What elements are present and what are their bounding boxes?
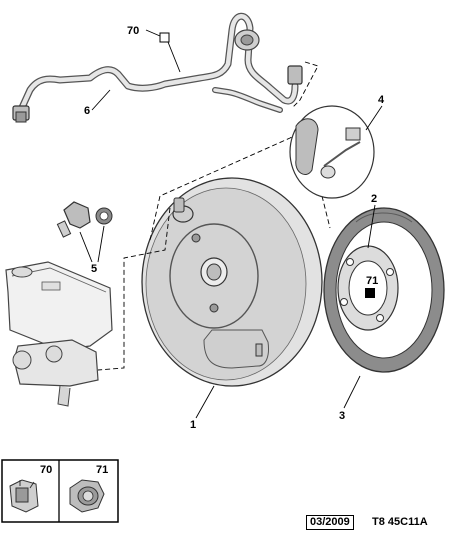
svg-text:1: 1 (190, 419, 196, 431)
callout-70: 70 (127, 25, 181, 73)
legend-label-70: 70 (40, 464, 52, 476)
booster-side-dashed (321, 195, 331, 229)
callout-1: 1 (190, 385, 215, 431)
svg-text:4: 4 (378, 94, 385, 106)
pipe-fitting-left (12, 105, 30, 123)
parts-legend: 70 71 (1, 459, 119, 523)
svg-text:71: 71 (366, 275, 378, 287)
nut-icon (69, 479, 105, 513)
non-return-valve (56, 201, 91, 238)
valve-grommet (95, 207, 113, 225)
clip-icon (9, 479, 39, 513)
revision-date: 03/2009 (306, 515, 354, 530)
svg-text:5: 5 (91, 263, 97, 275)
brake-booster (141, 177, 323, 387)
brake-fluid-reservoir (5, 261, 113, 351)
pipe-grommet (234, 29, 260, 51)
callout-3: 3 (339, 375, 361, 422)
brake-pipe (16, 12, 299, 116)
svg-text:6: 6 (84, 105, 90, 117)
svg-text:70: 70 (127, 25, 139, 37)
svg-text:2: 2 (371, 193, 377, 205)
callout-4: 4 (365, 94, 385, 131)
pipe-link-dashed (291, 61, 319, 109)
callout-71: 71 (366, 275, 378, 287)
valve-detail-bubble (289, 105, 375, 199)
diagram-reference-code: T8 45C11A (372, 516, 428, 528)
master-cylinder (12, 339, 99, 407)
pipe-fitting-right (287, 65, 303, 85)
svg-text:3: 3 (339, 410, 345, 422)
callout-5: 5 (79, 225, 105, 275)
callout-6: 6 (84, 89, 111, 117)
booster-outline-dashed (97, 207, 171, 371)
nut-marker-71 (365, 288, 375, 298)
callout-2: 2 (367, 193, 377, 249)
legend-label-71: 71 (96, 464, 108, 476)
